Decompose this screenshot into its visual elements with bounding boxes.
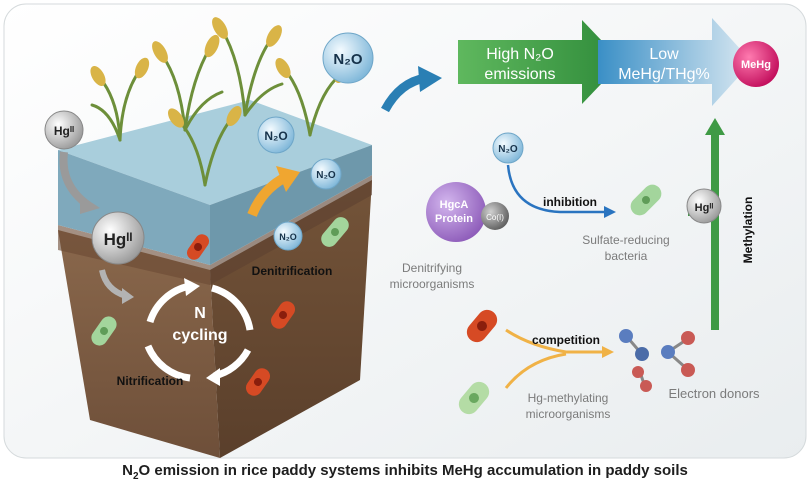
n-cycling-label-1: N — [194, 305, 206, 322]
hgca-label-1: HgcA — [440, 199, 469, 211]
electron-donor-molecules — [619, 329, 695, 392]
denitrifying-label-2: microorganisms — [390, 277, 475, 291]
inhibition-label: inhibition — [543, 195, 597, 209]
diagram-svg: N₂O N₂O N₂O N₂O Hgᴵᴵ Hgᴵᴵ N cycling Deni… — [3, 3, 807, 459]
n2o-bubble-water-label: N₂O — [264, 129, 287, 143]
caption-sub: 2 — [132, 471, 139, 482]
hg-down-arrowhead — [80, 195, 100, 214]
competition-arrow-upper — [505, 328, 604, 354]
n2o-bubble-water: N₂O — [257, 116, 295, 154]
hg-methylating-bacteria — [458, 381, 490, 415]
mehg-label: MeHg — [741, 59, 771, 71]
co-label: Co(I) — [486, 213, 504, 222]
orange-arrowhead — [276, 166, 300, 192]
bacteria-red-1 — [186, 234, 210, 260]
orange-emission-arrow — [247, 173, 287, 217]
low-mehg-label-2: MeHg/THg% — [618, 66, 710, 83]
hgca-label-2: Protein — [435, 213, 473, 225]
nitrification-label: Nitrification — [117, 374, 184, 388]
hg-small-arrowhead — [122, 288, 134, 304]
low-mehg-arrow: Low MeHg/THg% — [598, 18, 752, 106]
bacteria-green-2 — [91, 316, 117, 346]
n2o-bubble-right: N₂O — [492, 132, 524, 164]
cobalt-center: Co(I) — [481, 202, 509, 230]
n2o-bubble-soil-label: N₂O — [279, 232, 297, 242]
competition-arrowhead — [602, 346, 614, 358]
methylation-arrowhead — [705, 118, 725, 135]
n-cycling-loop — [144, 278, 254, 386]
srb-label-2: bacteria — [605, 249, 648, 263]
n2o-bubble-main-label: N₂O — [333, 51, 362, 68]
high-n2o-arrow: High N₂O emissions — [458, 20, 622, 104]
n2o-bubble-surface: N₂O — [310, 158, 342, 190]
low-mehg-label-1: Low — [649, 46, 679, 63]
high-n2o-label-2: emissions — [484, 66, 555, 83]
n2o-bubble-surface-label: N₂O — [316, 170, 336, 181]
hgca-protein: HgcA Protein — [426, 182, 486, 242]
competition-label: competition — [532, 333, 600, 347]
caption: N2O emission in rice paddy systems inhib… — [0, 462, 810, 482]
hg-ion-top-label: Hgᴵᴵ — [54, 124, 74, 138]
n-cycling-label-2: cycling — [172, 327, 227, 344]
inhibition-arrow — [506, 164, 606, 214]
sulfate-reducing-bacteria — [630, 184, 662, 216]
hg-ion-top: Hgᴵᴵ — [44, 110, 84, 150]
srb-label-1: Sulfate-reducing — [582, 233, 669, 247]
hg-ion-soil-label: Hgᴵᴵ — [104, 230, 133, 249]
denitrifier-bacteria — [466, 309, 498, 343]
competition-arrow-lower — [504, 352, 567, 389]
hg-methylating-label-1: Hg-methylating — [528, 391, 609, 405]
high-n2o-label-1: High N₂O — [486, 46, 554, 63]
hg-ion-right-label: Hgᴵᴵ — [695, 202, 714, 214]
n2o-bubble-right-label: N₂O — [498, 144, 518, 155]
caption-post: O emission in rice paddy systems inhibit… — [138, 462, 688, 479]
caption-pre: N — [122, 462, 133, 479]
transition-arrowhead — [418, 66, 442, 92]
bacteria-red-3 — [245, 368, 271, 396]
hg-methylating-label-2: microorganisms — [526, 407, 611, 421]
bacteria-green-1 — [321, 217, 349, 247]
hg-ion-right: Hgᴵᴵ — [686, 188, 722, 224]
inhibition-arrowhead — [604, 206, 616, 218]
bacteria-red-2 — [270, 301, 296, 329]
electron-donors-label: Electron donors — [668, 386, 760, 401]
methylation-label: Methylation — [741, 197, 755, 264]
hg-ion-soil: Hgᴵᴵ — [91, 211, 145, 265]
n2o-bubble-main: N₂O — [322, 32, 374, 84]
denitrification-label: Denitrification — [252, 264, 333, 278]
mehg-molecule: MeHg — [733, 41, 779, 87]
n2o-bubble-soil: N₂O — [273, 221, 303, 251]
denitrifying-label-1: Denitrifying — [402, 261, 462, 275]
